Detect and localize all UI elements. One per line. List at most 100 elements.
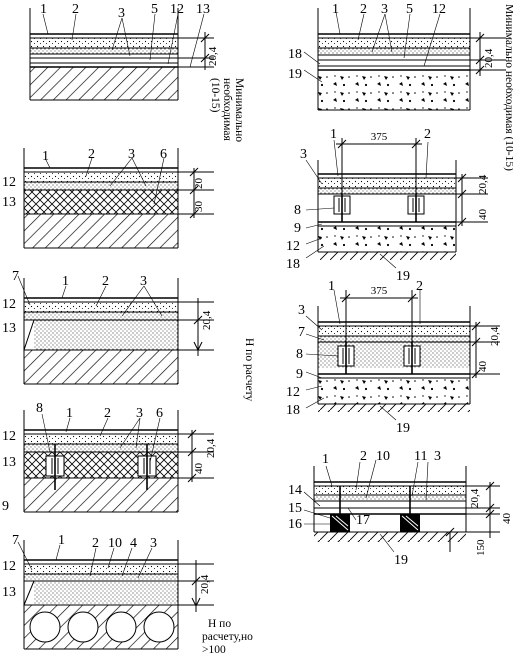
dim-20-4: 20,4	[201, 310, 213, 330]
callout-3: 3	[140, 274, 147, 289]
callout-3: 3	[150, 536, 157, 551]
note-h-calc-min-line-2: расчету,но	[202, 631, 253, 643]
callout-1: 1	[62, 274, 69, 289]
callout-3: 3	[381, 2, 388, 17]
callout-12: 12	[286, 239, 300, 254]
callout-12: 12	[2, 175, 16, 190]
dim-20-4: 20,4	[207, 46, 219, 66]
callout-19: 19	[396, 269, 410, 284]
dim-150: 150	[475, 539, 487, 556]
section-i-post-right	[400, 486, 420, 532]
callout-2: 2	[72, 2, 79, 17]
dim-20-4: 20,4	[205, 438, 217, 458]
callout-2: 2	[88, 147, 95, 162]
section-g	[305, 138, 488, 269]
section-b	[23, 148, 214, 249]
callout-13: 13	[2, 455, 16, 470]
callout-6: 6	[160, 147, 167, 162]
callout-6: 6	[156, 406, 163, 421]
callout-15: 15	[288, 501, 302, 516]
callout-16: 16	[288, 517, 302, 532]
callout-2: 2	[360, 449, 367, 464]
callout-10: 10	[108, 536, 122, 551]
section-h	[305, 289, 500, 421]
section-d	[23, 410, 214, 513]
section-f-concrete-base	[318, 70, 470, 110]
callout-1: 1	[42, 149, 49, 164]
callout-12: 12	[286, 385, 300, 400]
section-h-joist-right	[403, 342, 421, 374]
callout-8: 8	[36, 401, 43, 416]
callout-19: 19	[288, 67, 302, 82]
callout-8: 8	[294, 203, 301, 218]
callout-3: 3	[136, 406, 143, 421]
section-e	[17, 540, 214, 650]
dim-30: 30	[193, 201, 205, 213]
section-c	[17, 275, 214, 385]
section-i	[303, 459, 500, 553]
callout-13: 13	[2, 585, 16, 600]
callout-8: 8	[296, 347, 303, 362]
section-a	[29, 8, 214, 101]
note-h-calc-min-line-3: >100	[202, 644, 226, 656]
section-i-soil	[314, 532, 466, 542]
callout-12: 12	[2, 559, 16, 574]
callout-7: 7	[298, 325, 305, 340]
section-a-layer-2	[30, 38, 178, 48]
callout-18: 18	[286, 403, 300, 418]
callout-3: 3	[300, 147, 307, 162]
section-i-post-left	[330, 486, 350, 532]
section-g-joist-right	[407, 194, 425, 222]
callout-13: 13	[2, 321, 16, 336]
callout-9: 9	[294, 221, 301, 236]
dim-20: 20	[193, 178, 205, 190]
callout-2: 2	[104, 406, 111, 421]
callout-labels: 1 2 3 5 12 13 1 2 3 6 12 13 7 1 2 3 12 1…	[2, 2, 446, 600]
notes: Минимально необходимая (10-15) Минимальн…	[202, 4, 513, 656]
callout-1: 1	[322, 452, 329, 467]
callout-3: 3	[434, 449, 441, 464]
dim-20-4: 20,4	[489, 326, 501, 346]
callout-9: 9	[2, 499, 9, 514]
callout-2: 2	[92, 536, 99, 551]
note-min-required: Минимально необходимая (10-15)	[503, 4, 513, 171]
note-h-calc: H по расчету	[243, 338, 255, 401]
callout-7: 7	[12, 269, 19, 284]
section-a-layer-3	[30, 48, 178, 54]
dim-375: 375	[371, 131, 388, 143]
callout-7: 7	[12, 533, 19, 548]
note-min-required-line-1: Минимально	[233, 78, 245, 142]
dim-40: 40	[477, 361, 489, 373]
note-min-required-line-2: необходимая	[221, 78, 233, 141]
callout-2: 2	[424, 127, 431, 142]
section-c-fill	[34, 320, 178, 350]
callout-2: 2	[360, 2, 367, 17]
dim-20-4: 20,4	[483, 48, 495, 68]
dim-20-4: 20,4	[199, 574, 211, 594]
callout-5: 5	[406, 2, 413, 17]
callout-3: 3	[298, 303, 305, 318]
note-h-calc-min-line-1: H по	[208, 618, 231, 630]
callout-2: 2	[416, 279, 423, 294]
callout-3: 3	[118, 6, 125, 21]
dim-40: 40	[193, 463, 205, 475]
dim-20-4: 20,4	[477, 174, 489, 194]
section-f	[303, 8, 506, 111]
callout-12: 12	[2, 429, 16, 444]
callout-18: 18	[286, 257, 300, 272]
callout-19: 19	[394, 553, 408, 568]
callout-12: 12	[2, 297, 16, 312]
callout-3: 3	[128, 147, 135, 162]
callout-1: 1	[328, 279, 335, 294]
callout-1: 1	[66, 406, 73, 421]
callout-12: 12	[170, 2, 184, 17]
dimension-labels: 20,4 20 30 20,4 40 20,4 20,4 20,4 375 20…	[193, 46, 513, 594]
callout-19: 19	[396, 421, 410, 436]
dim-375: 375	[371, 285, 388, 297]
section-h-joist-left	[337, 342, 355, 374]
note-min-required-line-3: (10-15)	[209, 78, 221, 113]
section-a-slab	[30, 67, 178, 100]
callout-13: 13	[196, 2, 210, 17]
callout-12: 12	[432, 2, 446, 17]
